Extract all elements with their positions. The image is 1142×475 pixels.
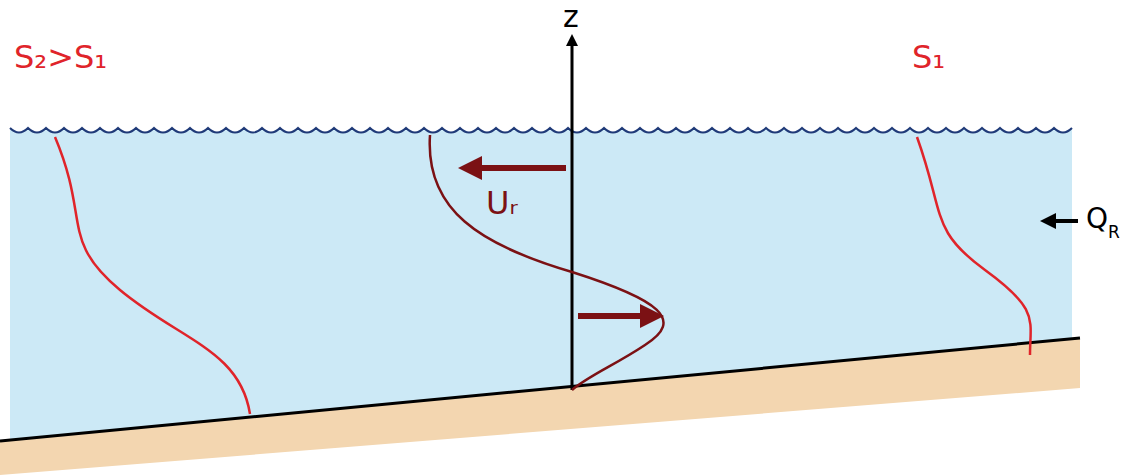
salinity-label: S₂>S₁ xyxy=(14,40,107,75)
discharge-subscript: R xyxy=(1108,223,1120,242)
flow-arrow xyxy=(470,165,566,171)
salinity-profile xyxy=(917,137,1031,355)
salinity-profile xyxy=(55,137,250,414)
flow-arrow xyxy=(578,313,652,319)
water-body xyxy=(10,128,1080,440)
water-surface xyxy=(10,128,1072,133)
river-discharge-arrow xyxy=(1048,219,1078,223)
velocity-profile xyxy=(430,135,664,390)
discharge-label: Q xyxy=(1086,204,1108,235)
z-axis xyxy=(571,40,574,390)
velocity-label: Uᵣ xyxy=(486,186,518,221)
axis-label: z xyxy=(563,0,579,33)
salinity-label: S₁ xyxy=(912,40,945,75)
sloping-bottom xyxy=(0,338,1080,441)
